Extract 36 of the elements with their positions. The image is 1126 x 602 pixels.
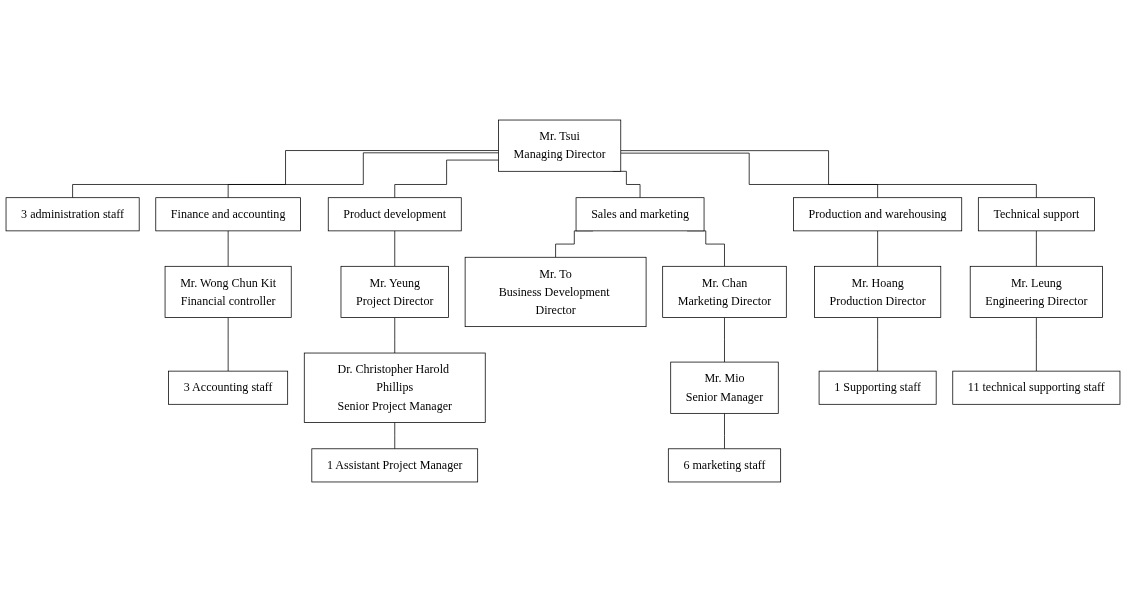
node-box: Mr. Hoang Production Director [814, 265, 942, 318]
node-box: Mr. Wong Chun Kit Financial controller [164, 265, 292, 318]
connector [394, 159, 499, 199]
connector [724, 412, 725, 450]
connector [227, 230, 229, 267]
connector [724, 317, 725, 363]
node-box: Sales and marketing [575, 197, 705, 232]
node-box: Mr. Leung Engineering Director [969, 265, 1103, 318]
connector [877, 230, 878, 267]
node-box: 1 Assistant Project Manager [311, 448, 479, 483]
node-box: Mr. Chan Marketing Director [662, 265, 787, 318]
node-box: 11 technical supporting staff [952, 370, 1121, 405]
node-box: Dr. Christopher Harold Phillips Senior Project Manager [303, 352, 486, 423]
node-box: Product development [327, 197, 462, 232]
connector [394, 422, 396, 450]
connector [72, 150, 499, 199]
node-box: Finance and accounting [155, 197, 301, 232]
connector [1036, 317, 1037, 372]
node-box: Technical support [977, 197, 1095, 232]
node-box: 1 Supporting staff [818, 370, 937, 405]
node-box: 3 administration staff [5, 197, 140, 232]
connector [227, 152, 499, 199]
connector [394, 317, 396, 354]
node-box: Mr. To Business Development Director [464, 256, 647, 327]
node-box: Mr. Tsui Managing Director [498, 119, 622, 172]
node-box: Production and warehousing [793, 197, 963, 232]
node-box: 3 Accounting staff [168, 370, 289, 405]
node-box: Mr. Mio Senior Manager [670, 361, 779, 414]
connector [1036, 230, 1037, 267]
connector [227, 317, 229, 372]
connector [620, 152, 878, 199]
connector [394, 230, 396, 267]
connector [620, 150, 1037, 199]
node-box: 6 marketing staff [667, 448, 782, 483]
connector [877, 317, 878, 372]
node-box: Mr. Yeung Project Director [340, 265, 449, 318]
